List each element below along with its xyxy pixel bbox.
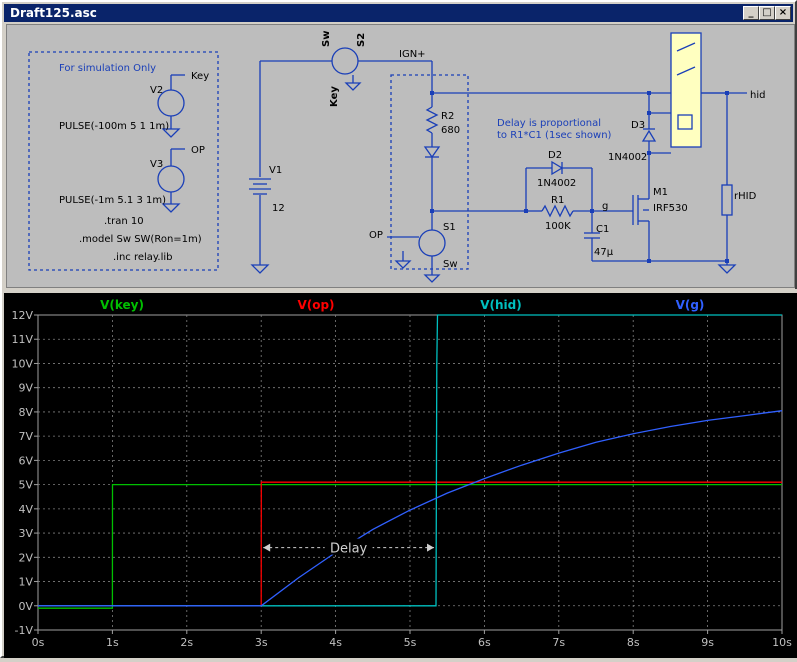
tran-directive: .tran 10 xyxy=(104,216,144,227)
y-tick-label: 9V xyxy=(18,382,33,395)
d3-name: D3 xyxy=(631,120,645,131)
x-tick-label: 0s xyxy=(32,636,45,649)
trace-vkey[interactable] xyxy=(38,483,782,609)
r2-value: 680 xyxy=(441,125,460,136)
x-tick-label: 8s xyxy=(627,636,640,649)
y-tick-label: 8V xyxy=(18,406,33,419)
plot-frame xyxy=(37,314,783,631)
x-tick-label: 3s xyxy=(255,636,268,649)
indicator-box xyxy=(390,74,469,270)
d2-name: D2 xyxy=(548,150,562,161)
s2-sw-label: Sw xyxy=(321,31,332,47)
x-tick-label: 9s xyxy=(701,636,714,649)
pane-splitter[interactable] xyxy=(2,289,797,293)
x-tick-label: 1s xyxy=(106,636,119,649)
trace-vhid[interactable] xyxy=(38,314,782,607)
ign-label: IGN+ xyxy=(399,49,426,60)
y-tick-label: 0V xyxy=(18,600,33,613)
sim-box-heading: For simulation Only xyxy=(59,63,156,74)
y-tick-label: 12V xyxy=(11,309,33,322)
y-tick-label: -1V xyxy=(15,624,34,637)
schematic-pane[interactable]: For simulation Only Key V2 PULSE(-100m 5… xyxy=(6,24,795,288)
x-tick-label: 4s xyxy=(329,636,342,649)
x-tick-label: 6s xyxy=(478,636,491,649)
s1-switch[interactable] xyxy=(418,229,446,257)
x-tick-label: 10s xyxy=(772,636,792,649)
trace-label-vkey[interactable]: V(key) xyxy=(100,298,144,312)
y-tick-label: 5V xyxy=(18,479,33,492)
trace-label-vhid[interactable]: V(hid) xyxy=(480,298,522,312)
relay[interactable] xyxy=(670,32,702,148)
trace-label-vop[interactable]: V(op) xyxy=(297,298,334,312)
y-tick-label: 3V xyxy=(18,527,33,540)
d3-value: 1N4002 xyxy=(608,152,647,163)
v3-value: PULSE(-1m 5.1 3 1m) xyxy=(59,195,166,206)
schematic-canvas[interactable]: For simulation Only Key V2 PULSE(-100m 5… xyxy=(7,25,794,287)
r2-resistor[interactable] xyxy=(425,106,439,134)
v2-value: PULSE(-100m 5 1 1m) xyxy=(59,121,169,132)
y-tick-label: 2V xyxy=(18,551,33,564)
y-tick-label: 10V xyxy=(11,357,33,370)
c1-value: 47µ xyxy=(594,247,614,258)
r1-resistor[interactable] xyxy=(541,204,574,218)
y-tick-label: 7V xyxy=(18,430,33,443)
v2-name: V2 xyxy=(150,85,163,96)
window-title: Draft125.asc xyxy=(10,6,97,20)
waveform-chart[interactable]: -1V 0V 1V 2V 3V 4V 5V 6V 7V 8V 9V 10V 11V 12V 0s 1s 2s 3… xyxy=(4,293,797,658)
key-label: Key xyxy=(329,86,340,107)
title-bar[interactable]: Draft125.asc _ □ × xyxy=(4,4,793,22)
r1-value: 100K xyxy=(545,221,571,232)
delay-arrow-head-left xyxy=(263,543,271,552)
delay-label-bg xyxy=(324,538,373,555)
y-tick-label: 1V xyxy=(18,576,33,589)
x-tick-label: 2s xyxy=(180,636,193,649)
s1-sw-label: Sw xyxy=(443,259,458,270)
maximize-button[interactable]: □ xyxy=(759,6,775,20)
s1-name: S1 xyxy=(443,222,456,233)
v3-name: V3 xyxy=(150,159,163,170)
s2-switch[interactable] xyxy=(331,47,359,75)
delay-annotation: Delay xyxy=(330,542,368,557)
x-tick-label: 7s xyxy=(552,636,565,649)
simulation-box xyxy=(28,51,219,271)
op-label: OP xyxy=(369,230,383,241)
m1-value: IRF530 xyxy=(653,203,688,214)
trace-vg[interactable] xyxy=(38,410,783,607)
trace-label-vg[interactable]: V(g) xyxy=(676,298,705,312)
v1-value: 12 xyxy=(272,203,285,214)
y-tick-label: 4V xyxy=(18,503,33,516)
rhid-name: rHID xyxy=(734,191,757,202)
delay-arrow-head-right xyxy=(427,543,435,552)
gate-net-label: g xyxy=(602,201,608,212)
y-tick-label: 6V xyxy=(18,454,33,467)
v3-net-label: OP xyxy=(191,145,205,156)
c1-name: C1 xyxy=(596,224,609,235)
model-directive: .model Sw SW(Ron=1m) xyxy=(79,234,202,245)
delay-note-line1: Delay is proportional xyxy=(497,118,601,129)
s2-name: S2 xyxy=(356,33,367,47)
inc-directive: .inc relay.lib xyxy=(113,252,173,263)
v2-net-label: Key xyxy=(191,71,209,82)
minimize-button[interactable]: _ xyxy=(743,6,759,20)
d2-value: 1N4002 xyxy=(537,178,576,189)
r2-name: R2 xyxy=(441,111,454,122)
x-tick-label: 5s xyxy=(404,636,417,649)
waveform-pane[interactable]: -1V 0V 1V 2V 3V 4V 5V 6V 7V 8V 9V 10V 11V 12V 0s 1s 2s 3… xyxy=(4,293,797,658)
y-tick-label: 11V xyxy=(11,333,33,346)
r1-name: R1 xyxy=(551,195,564,206)
hid-net-label: hid xyxy=(750,90,765,101)
m1-name: M1 xyxy=(653,187,668,198)
close-button[interactable]: × xyxy=(775,6,791,20)
v1-name: V1 xyxy=(269,165,282,176)
delay-note-line2: to R1*C1 (1sec shown) xyxy=(497,130,612,141)
rhid-resistor[interactable] xyxy=(721,184,733,216)
